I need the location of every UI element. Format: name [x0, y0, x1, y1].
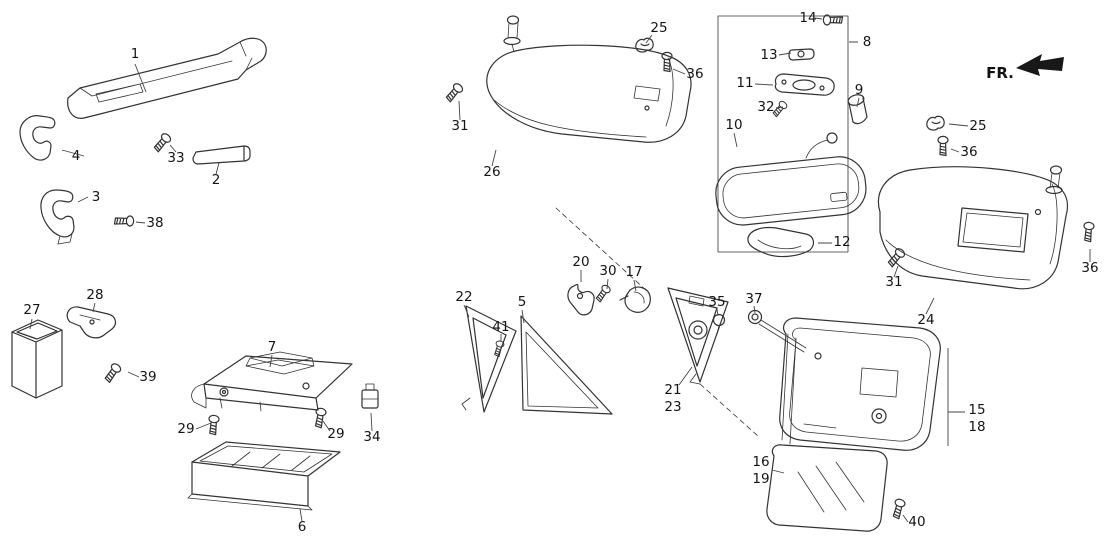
part-callout-28: 28 [86, 287, 103, 303]
part-callout-1: 1 [131, 46, 140, 62]
part-callout-39: 39 [139, 369, 156, 385]
part-callout-37: 37 [745, 291, 762, 307]
screw-30-icon [593, 283, 613, 304]
part-37-bolt-drawing [747, 309, 807, 353]
part-17-knob-drawing [619, 286, 651, 313]
part-callout-8: 8 [863, 34, 872, 50]
part-callout-20: 20 [572, 254, 589, 270]
part-15-18-door-mirror-drawing [779, 317, 941, 451]
part-callout-31: 31 [451, 118, 468, 134]
part-callout-38: 38 [146, 215, 163, 231]
fr-arrow-icon [1016, 54, 1064, 76]
part-callout-18: 18 [968, 419, 985, 435]
part-callout-35: 35 [708, 294, 725, 310]
screw-36-mid-icon [937, 135, 949, 157]
part-11-mount-base-drawing [774, 73, 835, 96]
leader-lines [29, 17, 1091, 523]
part-7-ashtray-housing-drawing [191, 351, 353, 412]
part-2-trim-strip-drawing [192, 145, 251, 165]
part-16-19-mirror-glass-drawing [766, 444, 888, 532]
part-22-corner-trim-drawing [461, 305, 517, 413]
part-callout-19: 19 [752, 471, 769, 487]
screw-29-right-icon [312, 406, 328, 429]
part-4-hook-drawing [19, 115, 56, 161]
part-5-quarter-glass-drawing [520, 315, 613, 415]
part-callout-12: 12 [833, 234, 850, 250]
part-8-bracket-box-drawing [717, 15, 849, 253]
part-callout-36: 36 [960, 144, 977, 160]
part-callout-21: 21 [664, 382, 681, 398]
part-20-clip-drawing [567, 283, 595, 316]
screw-38-icon [113, 215, 135, 227]
screw-29-left-icon [207, 414, 220, 436]
part-callout-23: 23 [664, 399, 681, 415]
part-callout-25: 25 [969, 118, 986, 134]
part-callout-3: 3 [92, 189, 101, 205]
part-callout-34: 34 [363, 429, 380, 445]
part-26-sun-visor-left-drawing [486, 15, 692, 143]
fr-label: FR. [986, 64, 1014, 82]
part-callout-15: 15 [968, 402, 985, 418]
fr-direction-indicator: FR. [986, 54, 1064, 82]
part-24-sun-visor-right-drawing [878, 165, 1069, 290]
part-callout-36: 36 [1081, 260, 1098, 276]
part-callout-31: 31 [885, 274, 902, 290]
part-12-cover-drawing [747, 226, 815, 258]
part-callout-30: 30 [599, 263, 616, 279]
part-callout-7: 7 [268, 339, 277, 355]
screw-31-right-icon [885, 246, 907, 269]
part-callout-10: 10 [725, 117, 742, 133]
part-callout-29: 29 [327, 426, 344, 442]
part-callout-22: 22 [455, 289, 472, 305]
part-callout-36: 36 [686, 66, 703, 82]
part-callout-16: 16 [752, 454, 769, 470]
part-callout-14: 14 [799, 10, 816, 26]
part-28-latch-drawing [66, 306, 117, 339]
part-3-clip-drawing [40, 189, 75, 245]
part-callout-2: 2 [212, 172, 221, 188]
part-34-clip-drawing [361, 383, 379, 409]
part-callout-24: 24 [917, 312, 934, 328]
part-callout-32: 32 [757, 99, 774, 115]
part-callout-26: 26 [483, 164, 500, 180]
part-27-pocket-drawing [11, 319, 63, 399]
part-callout-25: 25 [650, 20, 667, 36]
part-21-23-corner-trim-drawing [667, 287, 729, 385]
part-callout-5: 5 [518, 294, 527, 310]
part-1-grab-handle-drawing [67, 37, 267, 119]
part-6-ashtray-drawing [187, 441, 341, 511]
part-35-knob-drawing [712, 313, 726, 335]
part-callout-4: 4 [72, 148, 81, 164]
part-callout-6: 6 [298, 519, 307, 535]
part-10-rear-view-mirror-drawing [715, 132, 867, 226]
part-callout-17: 17 [625, 264, 642, 280]
part-callout-41: 41 [492, 319, 509, 335]
part-callout-33: 33 [167, 150, 184, 166]
screw-36-right-icon [1082, 221, 1095, 243]
clip-25-right-icon [926, 115, 945, 131]
screw-41-icon [492, 339, 506, 358]
part-callout-9: 9 [855, 82, 864, 98]
part-callout-29: 29 [177, 421, 194, 437]
part-callout-40: 40 [908, 514, 925, 530]
screw-14-icon [822, 14, 844, 26]
part-callout-13: 13 [760, 47, 777, 63]
screw-39-icon [102, 361, 123, 385]
part-callout-27: 27 [23, 302, 40, 318]
alignment-dashes [555, 207, 759, 437]
part-callout-11: 11 [736, 75, 753, 91]
part-13-washer-drawing [788, 48, 815, 61]
screw-31-left-icon [443, 81, 465, 104]
